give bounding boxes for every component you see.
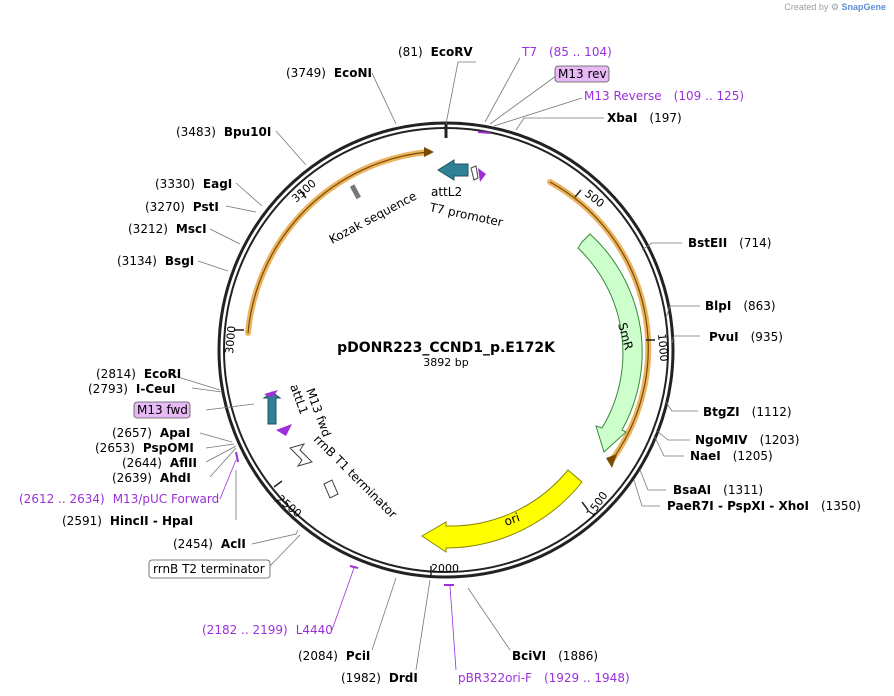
plasmid-name: pDONR223_CCND1_p.E172K [337, 340, 556, 356]
site-eagi: (3330)EagI [155, 177, 232, 191]
site-btgzi: BtgZI(1112) [703, 405, 792, 419]
site-ngomiv: NgoMIV(1203) [695, 433, 799, 447]
t7-promoter-label: T7 promoter [427, 200, 504, 229]
smr-feature [577, 233, 643, 453]
site-msci: (3212)MscI [128, 222, 207, 236]
rrnb-t2-label-box [148, 559, 271, 579]
rrnb-t1-label: rrnB T1 terminator [311, 432, 400, 521]
site-i-ceui: (2793)I-CeuI [88, 382, 175, 396]
site-drdi: (1982)DrdI [341, 671, 418, 685]
rrnb-t2-label: rrnB T2 terminator [153, 562, 265, 576]
l4440-primer-mark [349, 565, 359, 569]
site-aflii: (2644)AflII [122, 456, 197, 470]
site-bsaai: BsaAI(1311) [673, 483, 763, 497]
rrnb-t1-arrow [289, 443, 313, 467]
site-acli: (2454)AclI [173, 537, 246, 551]
orf-arc-left [245, 147, 434, 336]
primer-m13-fwd: M13 fwd [137, 403, 188, 417]
site-bsgi: (3134)BsgI [117, 254, 194, 268]
m13-fwd-marker-top [264, 390, 278, 398]
tick-label-2000: 2000 [431, 562, 459, 575]
site-pcii: (2084)PciI [298, 649, 370, 663]
attL2-arrow [437, 159, 469, 181]
site-hincii-hpai: (2591)HincII - HpaI [62, 514, 193, 528]
tick-label-1000: 1000 [655, 333, 670, 362]
primer-t7: T7(85 .. 104) [521, 45, 612, 59]
rrnb-t2-arrow [323, 479, 339, 499]
credit-brand: SnapGene [841, 2, 886, 12]
site-blpi: BlpI(863) [705, 299, 776, 313]
kozak-marker [349, 184, 361, 200]
site-bpu10i: (3483)Bpu10I [176, 125, 271, 139]
attL2-label: attL2 [431, 185, 462, 199]
plasmid-size: 3892 bp [423, 356, 468, 369]
smr-label: SmR [615, 321, 636, 351]
primer-m13-reverse: M13 Reverse(109 .. 125) [584, 89, 744, 103]
site-paer7i-pspxi-xhoi: PaeR7I - PspXI - XhoI(1350) [667, 499, 861, 513]
site-econi: (3749)EcoNI [286, 66, 372, 80]
site-ecorv: (81)EcoRV [398, 45, 473, 59]
credit-prefix: Created by [784, 2, 829, 12]
snapgene-credit: Created by ⚙ SnapGene [784, 2, 886, 13]
primer-l4440: (2182 .. 2199)L4440 [202, 623, 333, 637]
kozak-label: Kozak sequence [327, 189, 419, 247]
primer-pbr322ori-f: pBR322ori-F(1929 .. 1948) [458, 671, 630, 685]
m13-puc-primer-mark [235, 451, 239, 463]
site-xbai: XbaI(197) [607, 111, 682, 125]
site-psti: (3270)PstI [145, 200, 219, 214]
site-naei: NaeI(1205) [690, 449, 773, 463]
site-ecori: (2814)EcoRI [96, 367, 181, 381]
m13-rev-primer-mark [477, 131, 491, 134]
tick-label-3000: 3000 [223, 325, 238, 354]
site-bsteii: BstEII(714) [688, 236, 771, 250]
site-apai: (2657)ApaI [112, 426, 190, 440]
primer-m13-fwd-box [133, 401, 191, 419]
site-pvui: PvuI(935) [709, 330, 783, 344]
tick-marks [234, 189, 655, 577]
ori-feature [421, 469, 583, 553]
t7-promoter-arrow [470, 165, 479, 181]
m13-fwd-marker-bottom [276, 424, 292, 436]
primer-connectors [219, 459, 457, 671]
site-bcivi: BciVI(1886) [512, 649, 598, 663]
snapgene-logo-icon: ⚙ [830, 2, 839, 12]
primer-m13-puc-forward: (2612 .. 2634)M13/pUC Forward [19, 492, 219, 506]
primer-m13-rev-box [554, 65, 610, 83]
site-ahdi: (2639)AhdI [112, 471, 191, 485]
site-pspomi: (2653)PspOMI [95, 441, 194, 455]
orf-arc-right [547, 179, 652, 468]
primer-m13-rev: M13 rev [558, 67, 607, 81]
label-connectors [167, 57, 700, 671]
ori-label: ori [502, 510, 521, 528]
t7-primer-marker [478, 168, 486, 182]
